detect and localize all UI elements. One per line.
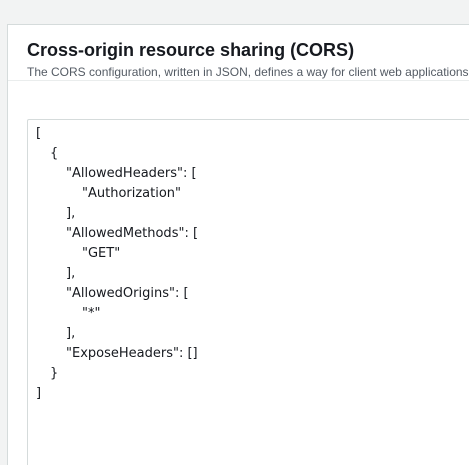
cors-panel-header: Cross-origin resource sharing (CORS) The… (8, 25, 469, 81)
code-line: "AllowedHeaders": [ (66, 166, 197, 181)
code-line: "AllowedOrigins": [ (66, 286, 189, 301)
cors-panel-body: [ { "AllowedHeaders": [ "Authorization" … (8, 81, 469, 465)
code-line: ], (66, 266, 76, 281)
code-line: { (50, 146, 59, 161)
code-line: "*" (82, 306, 101, 321)
cors-panel-description: The CORS configuration, written in JSON,… (27, 65, 469, 79)
code-line: ] (36, 386, 42, 401)
code-line: "AllowedMethods": [ (66, 226, 199, 241)
cors-panel-title: Cross-origin resource sharing (CORS) (27, 40, 355, 60)
cors-panel: Cross-origin resource sharing (CORS) The… (7, 24, 469, 465)
code-line: [ (36, 126, 42, 141)
code-line: } (50, 366, 59, 381)
code-content: [ { "AllowedHeaders": [ "Authorization" … (28, 120, 469, 404)
code-line: "Authorization" (82, 186, 182, 201)
code-line: "GET" (82, 246, 121, 261)
cors-json-editor[interactable]: [ { "AllowedHeaders": [ "Authorization" … (27, 119, 469, 465)
code-line: "ExposeHeaders": [] (66, 346, 198, 361)
code-line: ], (66, 206, 76, 221)
code-line: ], (66, 326, 76, 341)
